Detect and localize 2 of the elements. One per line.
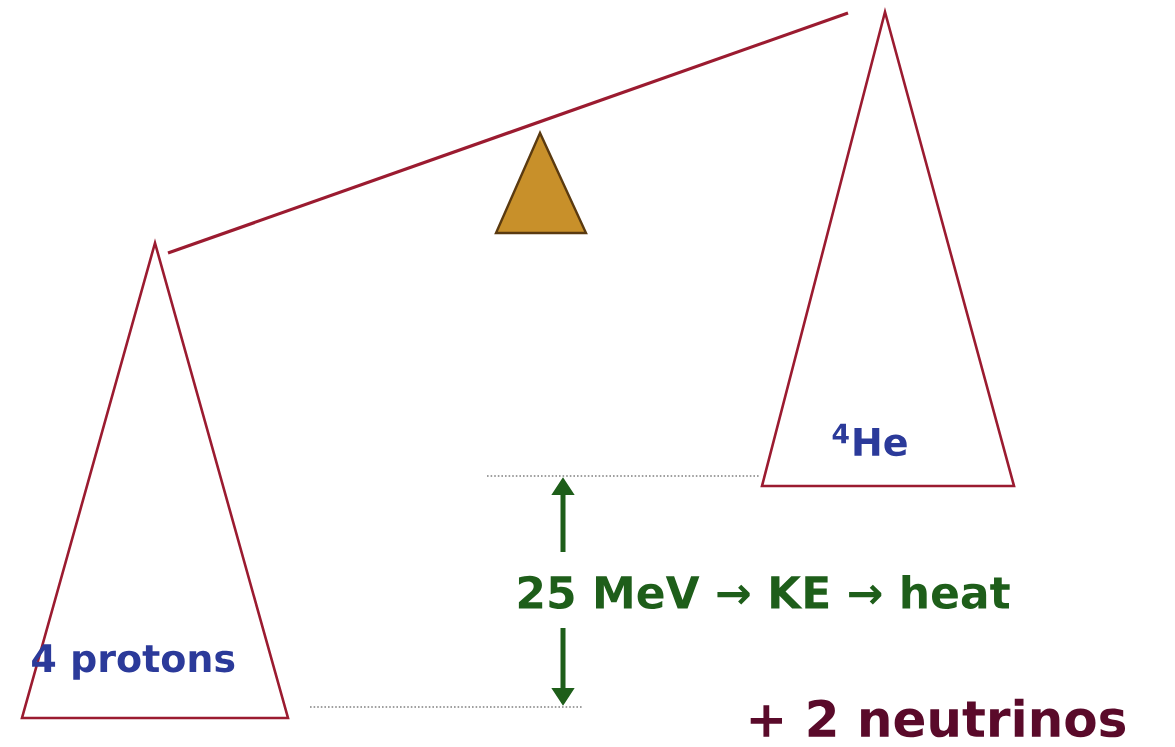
energy-label: 25 MeV → KE → heat xyxy=(518,574,1010,609)
neutrino-label: + 2 neutrinos xyxy=(750,698,1126,738)
